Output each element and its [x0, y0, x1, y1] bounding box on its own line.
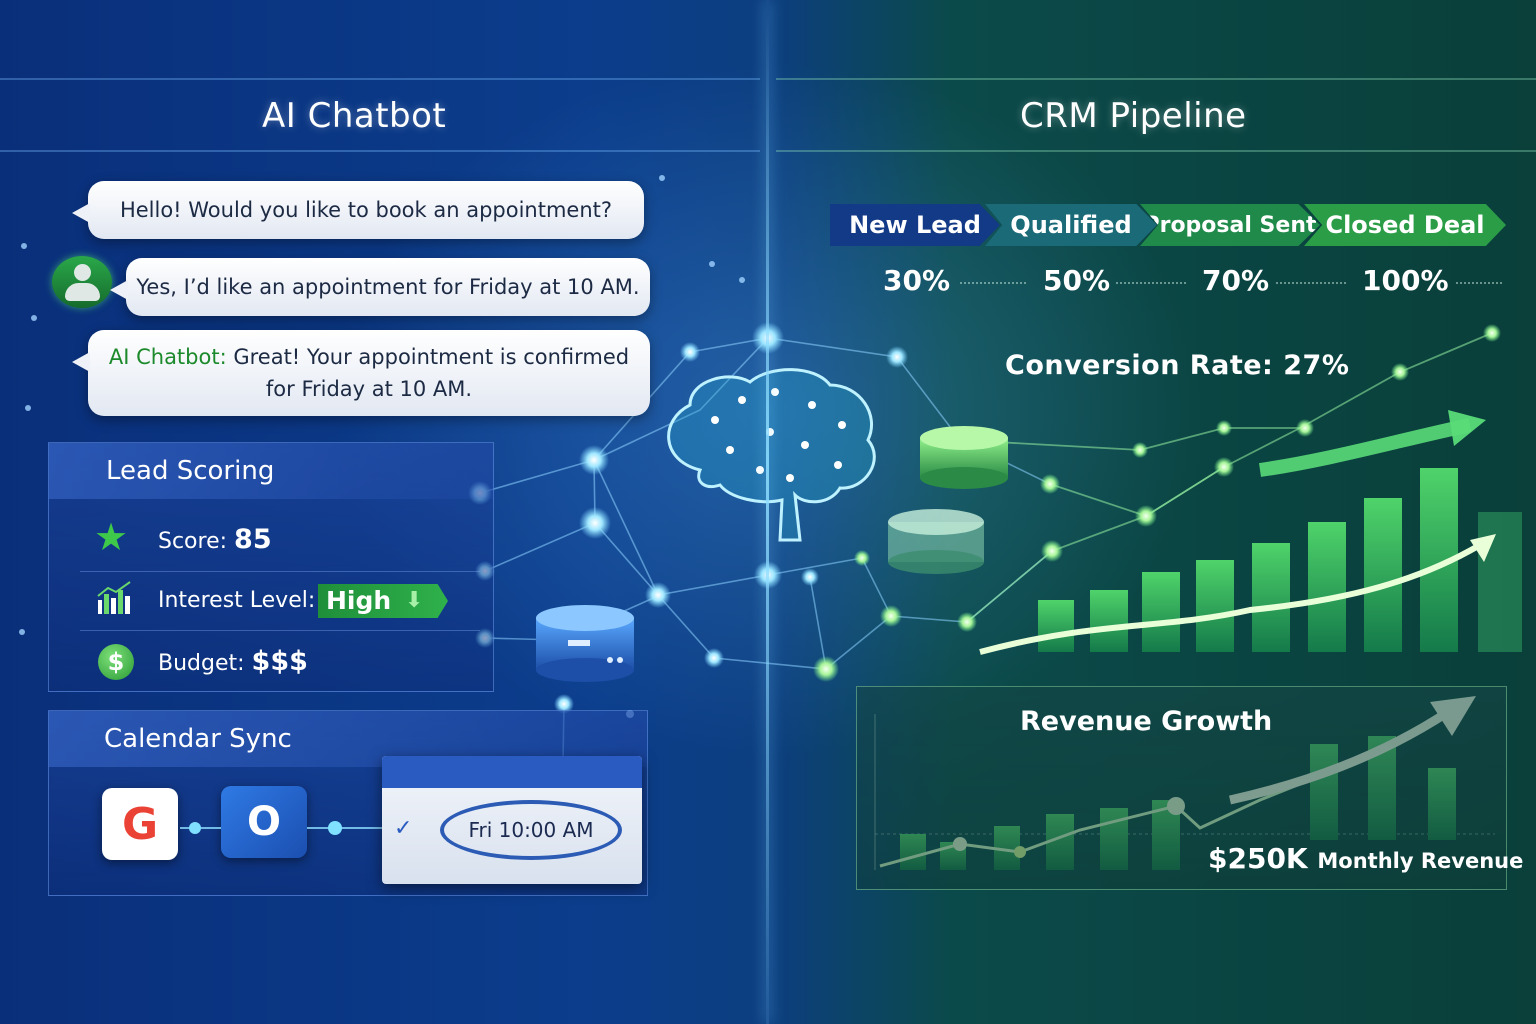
growth-arrow-head: [1448, 410, 1486, 446]
conversion-label: Conversion Rate:: [1005, 350, 1274, 381]
revenue-growth-title: Revenue Growth: [1020, 706, 1273, 737]
stage-label: Qualified: [1010, 211, 1132, 239]
person-icon: [52, 256, 112, 308]
interest-value: High: [326, 586, 392, 615]
brain-icon: [667, 368, 876, 542]
lead-scoring-title: Lead Scoring: [106, 456, 275, 486]
dotted-connector: [1456, 282, 1502, 284]
header-line-left-bottom: [0, 150, 760, 152]
bot-confirm-label: AI Chatbot:: [108, 345, 227, 369]
score-label: Score:: [158, 529, 228, 554]
revenue-amount: $250K Monthly Revenue: [1208, 842, 1523, 875]
revenue-amount-label: Monthly Revenue: [1317, 849, 1524, 873]
database-icon: [920, 426, 1008, 489]
header-line-right: [776, 78, 1536, 80]
conversion-rate: Conversion Rate: 27%: [1005, 350, 1349, 381]
dotted-connector: [1276, 282, 1346, 284]
revenue-growth-panel: [856, 686, 1507, 890]
down-arrow-icon: ⬇: [405, 588, 424, 613]
pipeline-stage-new-lead[interactable]: New Lead: [830, 204, 1000, 246]
dollar-icon: $: [98, 644, 134, 680]
chatbot-title: AI Chatbot: [262, 96, 447, 136]
database-icon: [536, 605, 634, 682]
dotted-connector: [1116, 282, 1186, 284]
bot-greeting-text: Hello! Would you like to book an appoint…: [119, 198, 613, 222]
header-line-left: [0, 78, 760, 80]
stage-label: New Lead: [849, 211, 981, 239]
crm-title: CRM Pipeline: [1020, 96, 1247, 136]
header-line-right-bottom: [776, 150, 1536, 152]
stage-percent-proposal-sent: 70%: [1202, 264, 1270, 297]
bot-greeting-bubble: Hello! Would you like to book an appoint…: [72, 181, 644, 239]
user-reply-bubble: Yes, I’d like an appointment for Friday …: [110, 258, 650, 316]
user-reply-text: Yes, I’d like an appointment for Friday …: [136, 275, 640, 299]
budget-row: Budget: $$$: [158, 646, 308, 677]
row-separator: [80, 571, 480, 572]
stage-percent-closed-deal: 100%: [1362, 264, 1449, 297]
lead-scoring-panel: [48, 442, 494, 692]
pipeline-stage-proposal-sent[interactable]: Proposal Sent: [1140, 204, 1320, 246]
stage-label: Proposal Sent: [1143, 212, 1317, 238]
database-icon: [888, 509, 984, 574]
star-icon: ★: [94, 515, 129, 559]
pipeline-stage-closed-deal[interactable]: Closed Deal: [1304, 204, 1506, 246]
bot-confirm-line1: Great! Your appointment is confirmed: [233, 345, 630, 369]
interest-label: Interest Level:: [158, 588, 316, 613]
score-row: Score: 85: [158, 524, 272, 555]
stage-percent-qualified: 50%: [1043, 264, 1111, 297]
growth-arrow-head: [1470, 534, 1496, 562]
bot-confirm-bubble: AI Chatbot: Great! Your appointment is c…: [72, 330, 650, 416]
budget-value: $$$: [251, 646, 308, 677]
center-divider: [766, 0, 769, 1024]
stage-percent-new-lead: 30%: [883, 264, 951, 297]
dotted-connector: [960, 282, 1026, 284]
calendar-sync-title: Calendar Sync: [104, 724, 292, 754]
outlook-icon[interactable]: O: [221, 786, 307, 858]
growth-lines: [959, 332, 1493, 623]
bot-confirm-line2: for Friday at 10 AM.: [265, 377, 473, 401]
calendar-icon[interactable]: ✓ Fri 10:00 AM: [382, 756, 642, 884]
growth-arrow-icon: [1259, 418, 1472, 477]
conversion-value: 27%: [1283, 350, 1350, 381]
calendar-slot-text: Fri 10:00 AM: [468, 818, 594, 842]
stage-label: Closed Deal: [1325, 211, 1485, 239]
budget-label: Budget:: [158, 651, 245, 676]
growth-arrow-icon: [979, 542, 1482, 655]
interest-value-badge: High: [318, 584, 448, 618]
google-calendar-icon[interactable]: G: [102, 788, 178, 860]
pipeline-stage-qualified[interactable]: Qualified: [985, 204, 1157, 246]
score-value: 85: [234, 524, 272, 555]
revenue-amount-value: $250K: [1208, 842, 1308, 875]
checkmark-icon: ✓: [394, 816, 413, 841]
growth-bars: [1038, 468, 1522, 652]
calendar-slot[interactable]: Fri 10:00 AM: [440, 800, 622, 860]
row-separator: [80, 630, 480, 631]
